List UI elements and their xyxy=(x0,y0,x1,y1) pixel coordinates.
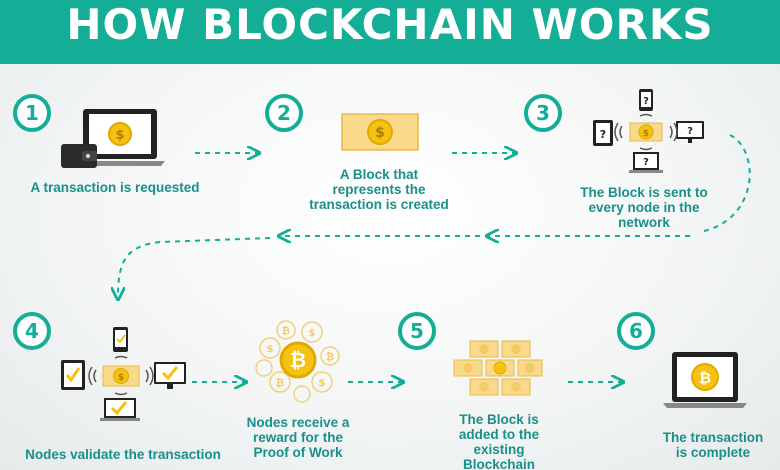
step-3-label: The Block is sent to every node in the n… xyxy=(580,185,708,230)
step-3-illustration: ? ? ? ? $ xyxy=(593,89,704,173)
dollar-coin-icon: $ xyxy=(108,122,132,146)
arrow-3-down xyxy=(699,134,751,233)
step-3-badge: 3 xyxy=(524,94,562,132)
laptop-icon: ? xyxy=(629,152,663,173)
svg-text:₿: ₿ xyxy=(290,348,306,372)
monitor-icon xyxy=(154,362,186,389)
step-2-illustration: $ xyxy=(341,113,419,151)
svg-text:₿: ₿ xyxy=(282,325,290,337)
reward-illustration: $₿$ ₿$₿ ₿ xyxy=(255,320,340,403)
svg-text:?: ? xyxy=(643,96,649,107)
checkmark-icon xyxy=(161,366,179,381)
wifi-icon xyxy=(88,355,154,396)
step-5-label: The Block is added to the existing Block… xyxy=(458,412,540,470)
svg-text:₿: ₿ xyxy=(326,351,334,363)
step-6-label: The transaction is complete xyxy=(662,430,764,460)
svg-text:$: $ xyxy=(643,129,649,139)
svg-text:?: ? xyxy=(643,157,649,168)
step-6-illustration: ₿ xyxy=(663,352,747,408)
step-2-label: A Block that represents the transaction … xyxy=(309,167,449,212)
monitor-icon: ? xyxy=(676,121,704,143)
wifi-icon xyxy=(614,113,678,151)
step-1-label: A transaction is requested xyxy=(30,180,200,195)
page-header: HOW BLOCKCHAIN WORKS xyxy=(0,0,780,64)
wallet-icon xyxy=(61,144,97,168)
svg-text:?: ? xyxy=(687,126,693,137)
step-5-illustration xyxy=(453,340,543,396)
bitcoin-icon: ₿ xyxy=(691,363,719,391)
step-4-badge: 4 xyxy=(13,312,51,350)
tablet-icon: ? xyxy=(593,120,613,146)
svg-text:?: ? xyxy=(600,128,606,141)
step-6-badge: 6 xyxy=(617,312,655,350)
checkmark-icon xyxy=(65,367,81,383)
svg-text:$: $ xyxy=(115,128,124,143)
step-4-illustration: $ xyxy=(61,327,186,421)
page-title: HOW BLOCKCHAIN WORKS xyxy=(66,0,714,49)
svg-text:₿: ₿ xyxy=(276,377,284,389)
dollar-coin-icon: $ xyxy=(367,119,393,145)
laptop-icon xyxy=(100,398,140,421)
svg-text:$: $ xyxy=(267,344,274,355)
phone-icon xyxy=(113,327,128,352)
phone-icon: ? xyxy=(639,89,653,111)
svg-text:$: $ xyxy=(118,373,124,383)
checkmark-icon xyxy=(110,401,128,416)
step-2-badge: 2 xyxy=(265,94,303,132)
tablet-icon xyxy=(61,360,85,390)
step-1-badge: 1 xyxy=(13,94,51,132)
svg-text:$: $ xyxy=(375,125,385,141)
step-1-illustration: $ xyxy=(61,109,165,168)
bitcoin-icon: ₿ xyxy=(279,341,317,379)
svg-text:₿: ₿ xyxy=(699,369,711,387)
step-5-badge: 5 xyxy=(398,312,436,350)
step-4-label: Nodes validate the transaction xyxy=(25,447,221,462)
arrow-to-4 xyxy=(118,237,271,298)
reward-label: Nodes receive a reward for the Proof of … xyxy=(246,415,350,460)
svg-text:$: $ xyxy=(319,378,326,389)
svg-text:$: $ xyxy=(309,328,316,339)
